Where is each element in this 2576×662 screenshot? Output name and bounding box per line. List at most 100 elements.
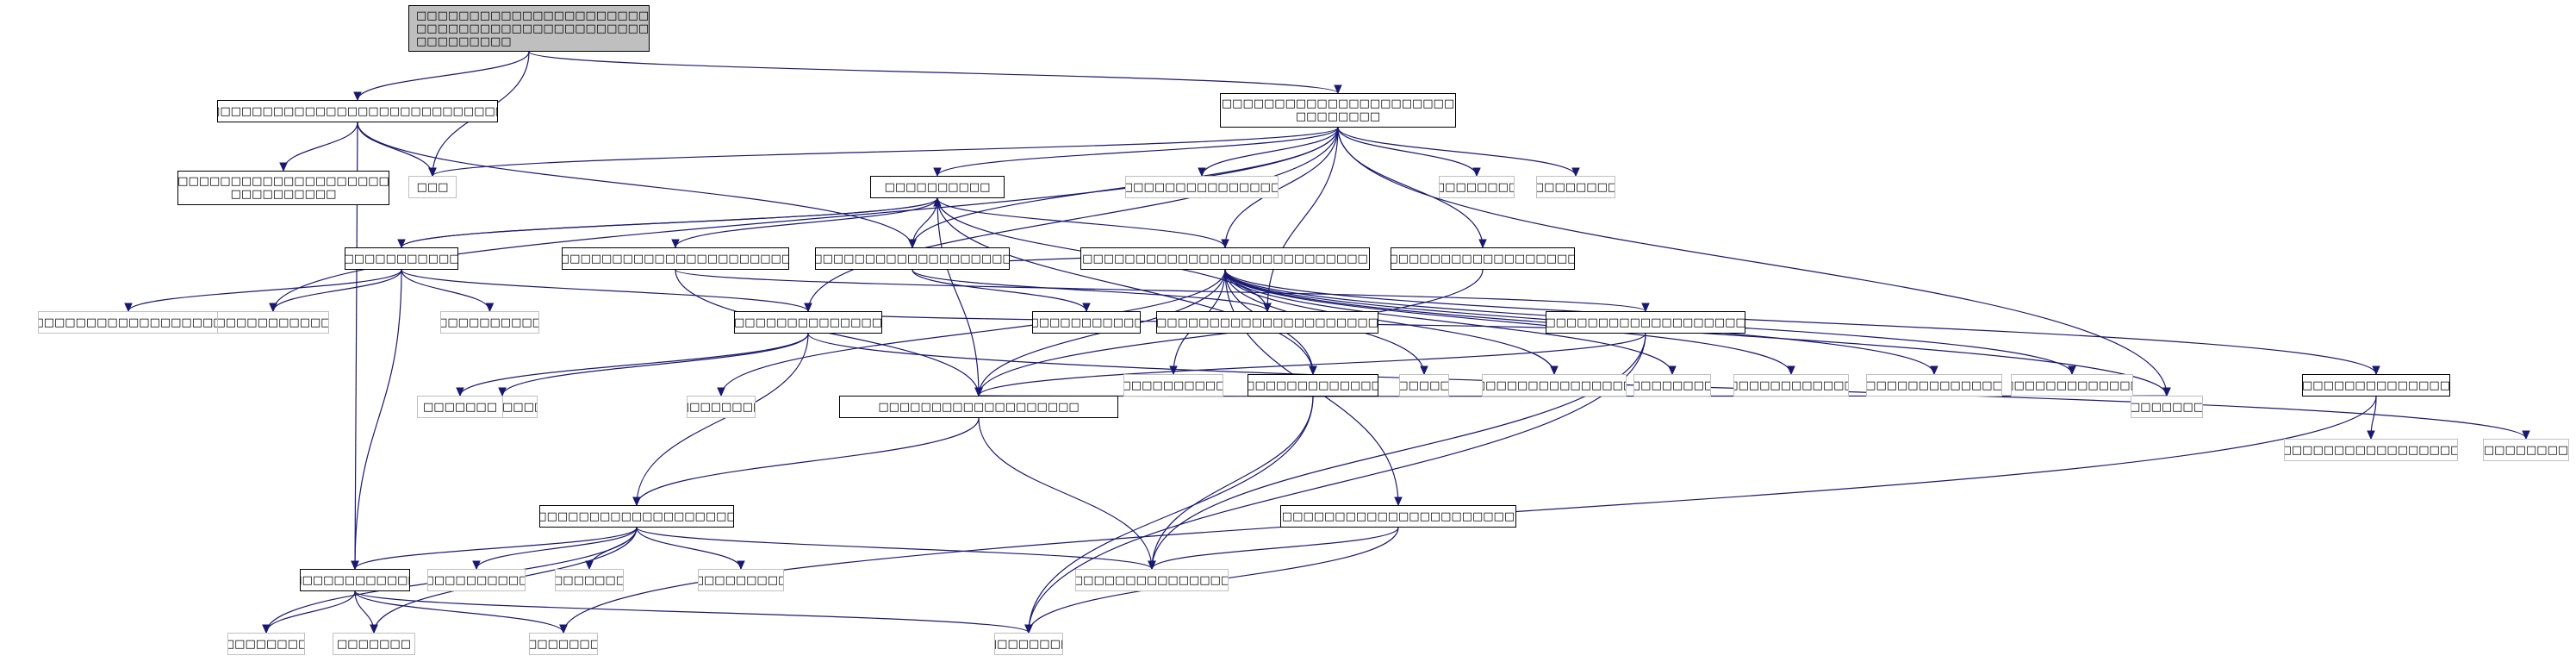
graph-node-n42[interactable]: □□□□□□□ <box>555 569 624 591</box>
graph-edge <box>501 333 809 397</box>
graph-node-n16[interactable]: □□□□□□□□□□ <box>440 311 539 334</box>
edge-layer <box>124 51 2530 634</box>
graph-edge <box>636 527 742 570</box>
graph-edge <box>476 527 638 570</box>
edge-arrowhead <box>1668 365 1677 376</box>
graph-node-n20[interactable]: □□□□□□□□□□□□□□□□□□□□□□□□□□□□□□□ <box>1546 311 1745 334</box>
edge-arrowhead <box>632 496 641 507</box>
edge-arrowhead <box>428 167 437 178</box>
edge-arrowhead <box>485 303 495 313</box>
graph-edge <box>636 527 1153 570</box>
graph-node-n34[interactable]: □□□□□□□□□□□□□□□□□□□□□□□□□□□□□□□□□□□□□□□□… <box>2302 374 2450 397</box>
graph-node-n40[interactable]: □□□□□□□□□□□□ <box>300 569 410 591</box>
graph-node-n33[interactable]: □□□□□□□ <box>2131 396 2203 418</box>
graph-node-n3[interactable]: □□□ <box>408 176 457 198</box>
edge-arrowhead <box>2372 365 2380 376</box>
graph-node-n28[interactable]: □□□□□□□□□□□□□□□ <box>1866 374 2002 397</box>
edge-arrowhead <box>124 303 133 313</box>
graph-edge <box>1151 396 1314 570</box>
graph-node-n25[interactable]: □□□□□□□□□□□□□□□□□ <box>1482 374 1627 397</box>
graph-edge <box>357 51 530 101</box>
graph-node-n10[interactable]: □□□□□□□□□□□□□□□□□□□□□□□□□□□□□□□□□□□□ <box>562 247 789 270</box>
graph-node-n0[interactable]: □□□□□□□□□□□□□□□□□□□□□□□□□□□ □□□□□□□□□□□□… <box>408 5 650 52</box>
graph-node-n26[interactable]: □□□□□□□□ <box>1633 374 1711 397</box>
graph-node-n47[interactable]: □□□□□□□ <box>333 633 415 655</box>
graph-node-n22[interactable]: □□□□□□□□□□□□ <box>1123 374 1223 397</box>
graph-node-n29[interactable]: □□□□□□□□□□□□□□□ <box>2011 374 2133 397</box>
graph-node-n1[interactable]: □□□□□□□□□□□□□□□□□□□□□□□□□□□□□□□□□□□□□□□□… <box>217 100 498 122</box>
edge-arrowhead <box>1169 365 1178 376</box>
graph-node-n41[interactable]: □□□□□□□□□□□□ <box>427 569 526 591</box>
graph-edge <box>936 197 980 397</box>
edge-arrowhead <box>472 560 481 571</box>
edge-arrowhead <box>1571 167 1580 178</box>
graph-node-n43[interactable]: □□□□□□□□□□□ <box>698 569 784 591</box>
edge-arrowhead <box>1420 365 1428 376</box>
graph-node-n46[interactable]: □□□□□□□□ <box>227 633 305 655</box>
graph-node-n9[interactable]: □□□□□□□□□□□□□ <box>345 247 458 270</box>
edge-arrowhead <box>1198 167 1206 178</box>
edge-arrowhead <box>1024 624 1033 634</box>
graph-node-n23[interactable]: □□□□□□□□□□□□□□□□□□□ <box>1248 374 1378 397</box>
graph-edge <box>528 51 1339 94</box>
edge-arrowhead <box>933 197 942 207</box>
graph-edge <box>636 333 809 506</box>
graph-node-n2[interactable]: □□□□□□□□□□□□□□□□□□□□□□□□□□□□□□□□□□□□ □□□… <box>1220 93 1456 128</box>
edge-arrowhead <box>2367 430 2375 440</box>
graph-node-n30[interactable]: □□□□□□□□□□□□□□□□□□□ <box>839 396 1118 418</box>
graph-node-n39[interactable]: □□□□□□□□□□□□□□□□□□□□□□□□□□□□□□□□□□□ <box>539 505 734 528</box>
graph-edge <box>401 269 491 312</box>
edge-arrowhead <box>1641 303 1650 313</box>
graph-edge <box>265 590 356 634</box>
graph-node-n48[interactable]: □□□□□□□ <box>529 633 598 655</box>
graph-node-n18[interactable]: □□□□□□□□□□□ <box>1032 311 1141 334</box>
graph-node-n15[interactable]: □□□□□□□□□□□□□ <box>217 311 329 334</box>
graph-node-n35[interactable]: □□□□□□□ <box>417 396 503 418</box>
edge-arrowhead <box>269 303 277 313</box>
graph-node-n12[interactable]: □□□□□□□□□□□□□□□□□□□□□□□□□□□□□□□□□□□□□□□ <box>1080 247 1370 270</box>
graph-edge <box>401 269 809 312</box>
graph-node-n13[interactable]: □□□□□□□□□□□□□□□□□□□□ <box>1391 247 1575 270</box>
graph-node-n8[interactable]: □□□□□□□□ <box>1536 176 1615 198</box>
graph-node-n5[interactable]: □□□□□□□□□□ <box>870 176 1005 198</box>
edge-arrowhead <box>737 560 745 571</box>
edge-arrowhead <box>1394 496 1403 507</box>
graph-node-n45[interactable]: □□□□□□□□ <box>994 633 1063 655</box>
graph-edge <box>1028 396 1314 634</box>
graph-edge <box>432 127 1339 177</box>
graph-edge <box>978 417 1153 570</box>
graph-edge <box>354 590 564 634</box>
graph-node-n44[interactable]: □□□□□□□□□□□□□□□□□□□ <box>1075 569 1229 591</box>
graph-node-n27[interactable]: □□□□□□□□□□□□□□ <box>1733 374 1849 397</box>
edge-arrowhead <box>2162 387 2171 397</box>
graph-edge <box>675 269 1646 312</box>
edge-arrowhead <box>2068 365 2076 376</box>
graph-node-n14[interactable]: □□□□□□□□□□□□□□□□□□□□□□ <box>38 311 219 334</box>
graph-node-n24[interactable]: □□□□□ <box>1399 374 1449 397</box>
graph-node-n11[interactable]: □□□□□□□□□□□□□□□□□□□□□□□□□□□□□□□□□ <box>815 247 1010 270</box>
graph-node-n6[interactable]: □□□□□□□□□□□□□□□□□□□□□□□ <box>1125 176 1279 198</box>
graph-edge <box>401 197 938 248</box>
graph-edge <box>357 122 433 177</box>
graph-node-n31[interactable]: □□□□□□□□ <box>687 396 756 418</box>
edge-arrowhead <box>1930 365 1938 376</box>
graph-node-n37[interactable]: □□□□□□□□ <box>2483 439 2569 461</box>
graph-edge <box>128 269 402 312</box>
edge-arrowhead <box>351 560 359 571</box>
edge-arrowhead <box>1148 560 1156 571</box>
edge-arrowhead <box>933 167 942 178</box>
graph-edge <box>354 527 638 570</box>
graph-node-n36[interactable]: □□□□□□□□□□□□□□□□□□□□□□□ <box>2284 439 2458 461</box>
graph-node-n38[interactable]: □□□□□□□□□□□□□□□□□□□□□□□□□□□□□□□□ <box>1280 505 1516 528</box>
graph-node-n4[interactable]: □□□□□□□□□□□□□□□□□□□□□□□□□□□□□□ □□□□□□□□□… <box>177 171 389 205</box>
edge-arrowhead <box>908 239 917 249</box>
graph-edge <box>1151 527 1399 570</box>
graph-edge <box>636 417 980 506</box>
graph-node-n17[interactable]: □□□□□□□□□□□□□□□□□□□□ <box>734 311 882 334</box>
graph-node-n7[interactable]: □□□□□□□□ <box>1439 176 1515 198</box>
graph-edge <box>459 333 809 397</box>
edge-arrowhead <box>370 624 378 634</box>
edge-arrowhead <box>456 387 464 397</box>
graph-edge <box>272 127 1339 312</box>
graph-node-n19[interactable]: □□□□□□□□□□□□□□□□□□□□□□□□□□□□□□□□□ <box>1156 311 1378 334</box>
